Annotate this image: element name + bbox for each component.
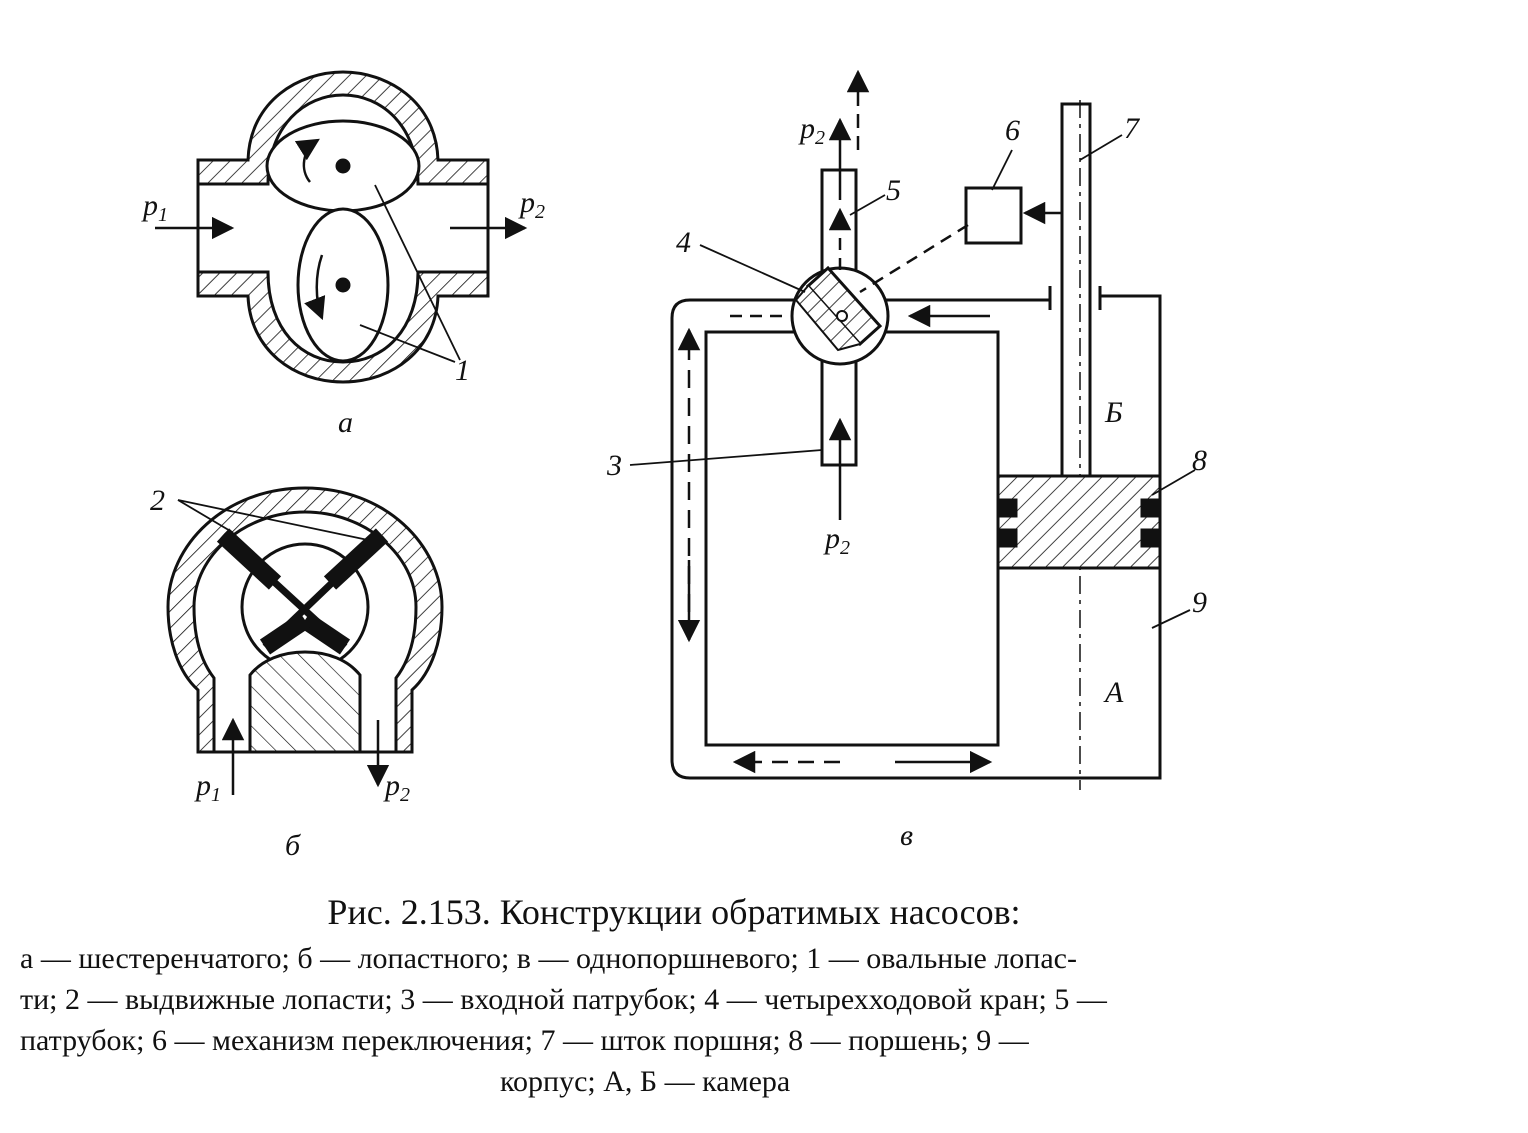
panel-a-upper-shaft [335,158,351,174]
panel-v-leader-8 [1151,469,1196,496]
figure-caption: Рис. 2.153. Конструкции обратимых насосо… [0,890,1528,1098]
panel-v-callout-9: 9 [1192,586,1207,619]
panel-v-valve-pivot [836,310,848,322]
panel-v-leader-5 [849,194,886,216]
panel-b-vane-2-base [259,612,311,655]
panel-v-seal-left-bottom [996,528,1018,548]
figure-title: Рис. 2.153. Конструкции обратимых насосо… [327,892,1021,932]
panel-v-return-pipe-inner [704,330,1000,747]
panel-v-chamber-b: Б [1104,396,1123,429]
panel-v-switching-mechanism [964,186,1023,245]
panel-b-vane-pump [166,486,444,795]
panel-v-return-pipe-outer [670,294,1162,780]
panel-v-callout-7: 7 [1124,112,1141,145]
panel-v-leader-3 [629,449,823,466]
panel-b-callout-leader-2 [177,499,369,541]
panel-b-vane-1-base [299,612,351,655]
panel-v-callout-5: 5 [886,174,901,207]
panel-v-chamber-a: А [1103,676,1124,709]
panel-a-callout-leader-2 [359,324,456,363]
panel-v-seal-right-bottom [1140,528,1162,548]
panel-b-vane-2-tip [323,528,389,590]
panel-a-lower-shaft [335,277,351,293]
panel-v-p2-top-label: p2 [798,112,825,149]
caption-line-1: а — шестеренчатого; б — лопастного; в — … [20,942,1077,975]
panel-v-callout-3: 3 [606,449,622,482]
panel-v-callout-4: 4 [676,226,691,259]
panel-v-mechanism-link [859,223,969,294]
panel-v-piston-rod [1060,102,1092,478]
panel-a-label: а [338,406,353,439]
reversible-pumps-figure: p1 p2 1 а 2 p1 p2 б [141,69,1207,862]
panel-a-p1-label: p1 [141,189,168,226]
panel-v-valve-plug-2 [794,285,861,352]
panel-v-callout-8: 8 [1192,444,1207,477]
panel-v-valve-plug [805,265,883,347]
panel-v-leader-4 [699,244,806,293]
caption-line-3: патрубок; 6 — механизм переключения; 7 —… [20,1024,1029,1057]
panel-a-gear-pump [155,70,528,384]
panel-a-callout-leader [374,184,461,361]
panel-a-upper-rotation-arrow [294,138,320,183]
panel-v-leader-7 [1079,134,1123,161]
panel-b-label: б [285,829,301,862]
panel-v-leader-6 [991,149,1013,191]
panel-a-lower-rotation-arrow [304,254,326,321]
panel-v-callout-6: 6 [1005,114,1020,147]
panel-b-p1-label: p1 [194,769,221,806]
panel-v-label: в [900,819,913,852]
panel-v-leader-9 [1151,609,1191,629]
panel-b-p2-label: p2 [383,769,410,806]
panel-v-piston-pump [629,69,1196,790]
panel-a-callout-1: 1 [455,354,470,387]
caption-line-2: ти; 2 — выдвижные лопасти; 3 — входной п… [20,983,1107,1016]
panel-b-vane-1-tip [216,528,282,590]
panel-v-seal-left-top [996,498,1018,518]
panel-v-p2-bottom-label: p2 [823,522,850,559]
panel-b-callout-2: 2 [150,484,165,517]
panel-a-p2-label: p2 [518,186,545,223]
panel-b-separator [248,650,362,754]
caption-line-4: корпус; А, Б — камера [500,1065,791,1098]
panel-v-piston [996,474,1162,570]
panel-v-seal-right-top [1140,498,1162,518]
panel-b-callout-leader [177,499,233,533]
